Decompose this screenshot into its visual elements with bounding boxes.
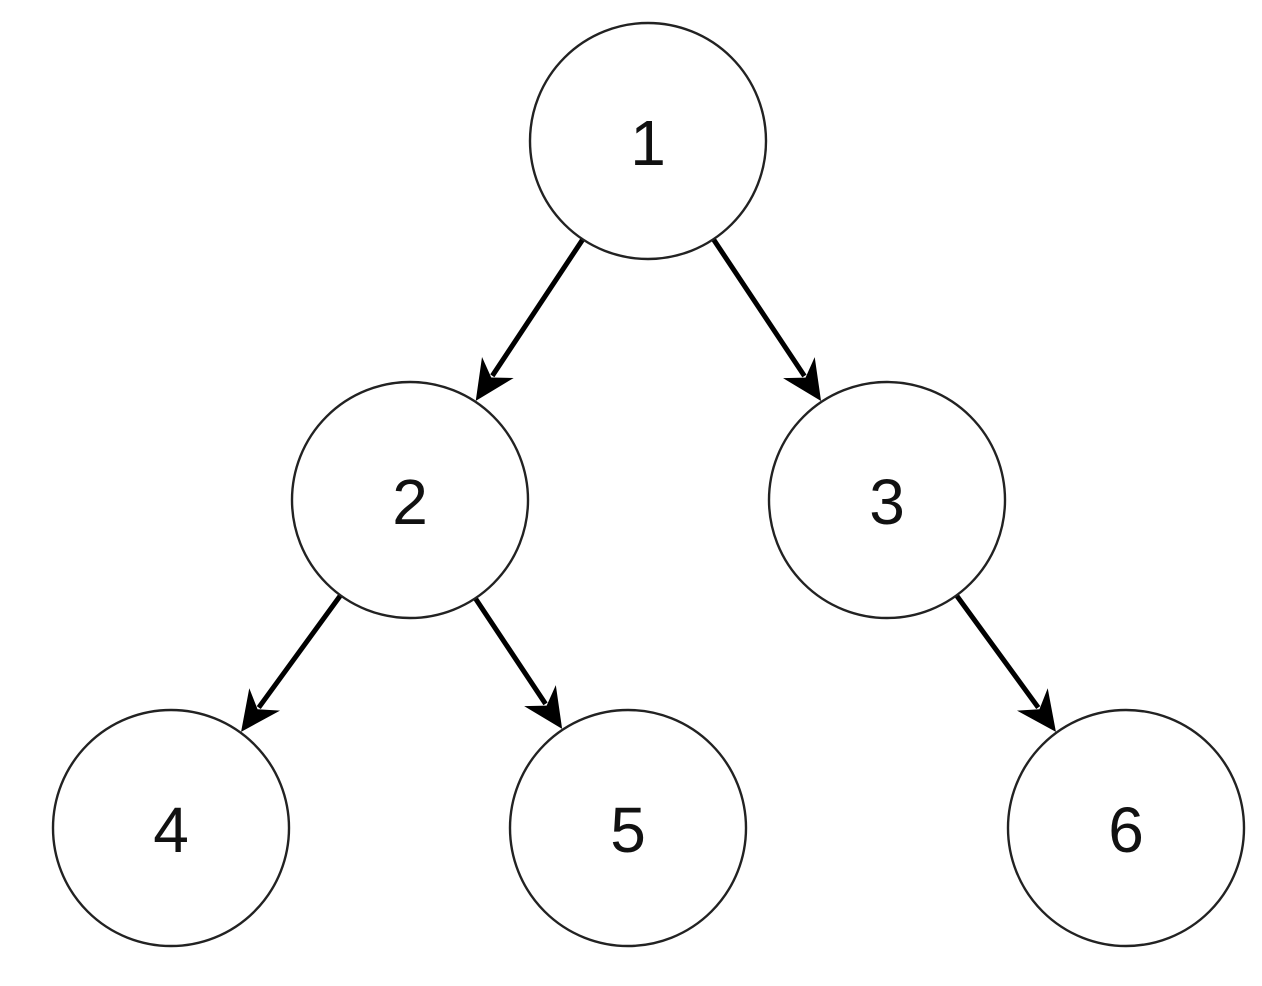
node-label: 4 bbox=[153, 794, 189, 866]
arrowhead-icon bbox=[783, 357, 822, 401]
arrowhead-icon bbox=[1017, 688, 1056, 732]
arrowhead-icon bbox=[475, 356, 514, 401]
edge-line bbox=[256, 592, 344, 710]
node-label: 1 bbox=[630, 107, 666, 179]
edges-layer bbox=[241, 236, 1056, 732]
node-circle bbox=[528, 21, 768, 261]
edge-line bbox=[710, 236, 807, 378]
tree-node-4: 4 bbox=[51, 708, 291, 948]
nodes-layer: 1 2 3 4 5 6 bbox=[51, 21, 1246, 948]
node-label: 5 bbox=[610, 794, 646, 866]
arrowhead-icon bbox=[524, 685, 563, 729]
edge-line bbox=[953, 592, 1041, 710]
edge-line bbox=[472, 595, 548, 706]
tree-node-1: 1 bbox=[528, 21, 768, 261]
node-label: 6 bbox=[1108, 794, 1144, 866]
edge-n3-n6 bbox=[953, 592, 1056, 732]
node-circle bbox=[290, 380, 530, 620]
edge-n1-n2 bbox=[475, 236, 586, 401]
tree-node-2: 2 bbox=[290, 380, 530, 620]
node-circle bbox=[1006, 708, 1246, 948]
node-circle bbox=[51, 708, 291, 948]
edge-n2-n4 bbox=[241, 592, 344, 732]
node-circle bbox=[508, 708, 748, 948]
node-label: 2 bbox=[392, 466, 428, 538]
tree-node-6: 6 bbox=[1006, 708, 1246, 948]
node-label: 3 bbox=[869, 466, 905, 538]
tree-node-5: 5 bbox=[508, 708, 748, 948]
edge-line bbox=[490, 236, 586, 378]
arrowhead-icon bbox=[241, 688, 280, 732]
node-circle bbox=[767, 380, 1007, 620]
edge-n1-n3 bbox=[710, 236, 822, 401]
tree-node-3: 3 bbox=[767, 380, 1007, 620]
edge-n2-n5 bbox=[472, 595, 563, 729]
